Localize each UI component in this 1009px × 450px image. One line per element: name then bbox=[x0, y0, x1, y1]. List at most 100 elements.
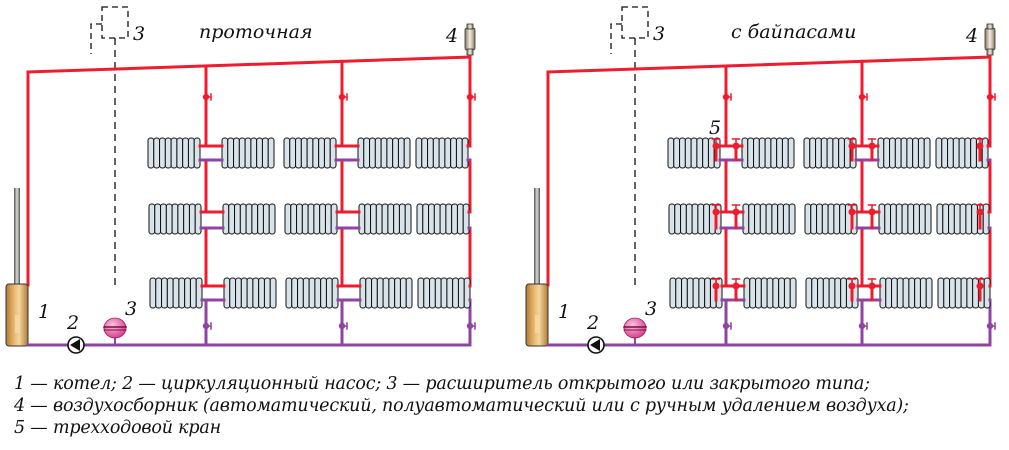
three-way-valve-icon bbox=[975, 204, 985, 230]
radiator-section bbox=[748, 203, 756, 235]
label-expansion-top: 3 bbox=[133, 23, 145, 45]
radiator-section bbox=[329, 137, 337, 169]
label-boiler: 1 bbox=[38, 301, 50, 323]
radiator-section bbox=[822, 277, 830, 309]
radiator-section bbox=[810, 203, 818, 235]
radiator-section bbox=[900, 137, 908, 169]
radiator-section bbox=[907, 203, 915, 235]
radiator-section bbox=[245, 203, 253, 235]
circulation-pump-icon bbox=[587, 336, 605, 354]
radiator-section bbox=[451, 203, 458, 235]
radiator-section bbox=[290, 203, 298, 235]
radiator-section bbox=[160, 203, 167, 235]
radiator-section bbox=[325, 277, 333, 309]
radiator-section bbox=[782, 203, 790, 235]
radiator bbox=[742, 203, 796, 235]
radiator bbox=[357, 137, 411, 169]
radiator-section bbox=[452, 277, 459, 309]
radiator-section bbox=[787, 137, 795, 169]
radiator-section bbox=[295, 137, 302, 169]
radiator-section bbox=[809, 137, 817, 169]
radiator-section bbox=[788, 203, 796, 235]
radiator-section bbox=[172, 277, 180, 309]
radiator bbox=[284, 203, 338, 235]
radiator-section bbox=[432, 137, 440, 169]
radiator-section bbox=[405, 277, 413, 309]
radiator-section bbox=[698, 277, 706, 309]
radiator-section bbox=[319, 203, 326, 235]
radiator-section bbox=[306, 137, 314, 169]
radiator-section bbox=[227, 137, 235, 169]
shutoff-valve-icon bbox=[466, 322, 476, 330]
radiator-section bbox=[161, 277, 168, 309]
radiator-section bbox=[404, 203, 412, 235]
radiator-section bbox=[949, 277, 956, 309]
radiator bbox=[416, 203, 470, 235]
radiator-section bbox=[816, 203, 823, 235]
radiator-section bbox=[685, 203, 693, 235]
radiator-section bbox=[244, 137, 252, 169]
three-way-valve-icon bbox=[711, 138, 721, 162]
radiator-section bbox=[445, 203, 453, 235]
radiator-section bbox=[959, 203, 967, 235]
radiator bbox=[359, 277, 413, 309]
radiator-section bbox=[154, 203, 162, 235]
radiator-section bbox=[924, 203, 932, 235]
radiator bbox=[804, 203, 858, 235]
radiator-section bbox=[164, 137, 172, 169]
label-expansion-bottom: 3 bbox=[125, 298, 137, 320]
radiator-section bbox=[297, 277, 304, 309]
radiator-section bbox=[148, 203, 156, 235]
radiator-section bbox=[421, 137, 429, 169]
radiator-section bbox=[707, 137, 715, 169]
shutoff-valve-icon bbox=[202, 93, 212, 101]
radiator bbox=[223, 277, 277, 309]
expansion-tank-open-dashed bbox=[90, 6, 129, 286]
radiator-section bbox=[434, 277, 442, 309]
radiator-section bbox=[439, 203, 447, 235]
radiator-section bbox=[778, 277, 785, 309]
label-air-vent: 4 bbox=[965, 25, 978, 47]
radiator-section bbox=[398, 203, 406, 235]
radiator-section bbox=[182, 137, 189, 169]
radiator-section bbox=[964, 137, 972, 169]
radiator bbox=[803, 137, 857, 169]
radiator-section bbox=[696, 137, 704, 169]
radiator-section bbox=[455, 137, 463, 169]
three-way-valve-icon bbox=[731, 138, 741, 162]
radiator-section bbox=[256, 137, 263, 169]
radiator-section bbox=[318, 137, 325, 169]
radiator-section bbox=[983, 277, 991, 309]
radiator-section bbox=[667, 137, 675, 169]
radiator-section bbox=[755, 277, 762, 309]
radiator-section bbox=[901, 203, 909, 235]
radiator-section bbox=[890, 203, 897, 235]
radiator bbox=[149, 277, 203, 309]
radiator-section bbox=[753, 137, 760, 169]
three-way-valve-icon bbox=[847, 138, 857, 162]
chimney bbox=[534, 188, 540, 284]
radiator-section bbox=[772, 277, 780, 309]
radiator-section bbox=[669, 277, 677, 309]
radiator-section bbox=[679, 137, 686, 169]
radiator-section bbox=[953, 203, 961, 235]
radiator bbox=[285, 277, 339, 309]
radiator-section bbox=[365, 277, 373, 309]
radiator-section bbox=[879, 277, 887, 309]
radiator bbox=[667, 137, 721, 169]
radiator-section bbox=[684, 137, 692, 169]
radiator-section bbox=[291, 277, 299, 309]
radiator-section bbox=[834, 277, 842, 309]
radiator-section bbox=[935, 137, 943, 169]
legend-line-3: 5 — трехходовой кран bbox=[14, 418, 221, 438]
radiator-section bbox=[171, 203, 179, 235]
radiator-section bbox=[176, 137, 184, 169]
riser-3 bbox=[935, 55, 996, 347]
radiator-section bbox=[902, 277, 910, 309]
radiator-section bbox=[894, 137, 902, 169]
radiator-section bbox=[307, 203, 315, 235]
radiator-section bbox=[942, 203, 950, 235]
radiator-section bbox=[766, 277, 774, 309]
